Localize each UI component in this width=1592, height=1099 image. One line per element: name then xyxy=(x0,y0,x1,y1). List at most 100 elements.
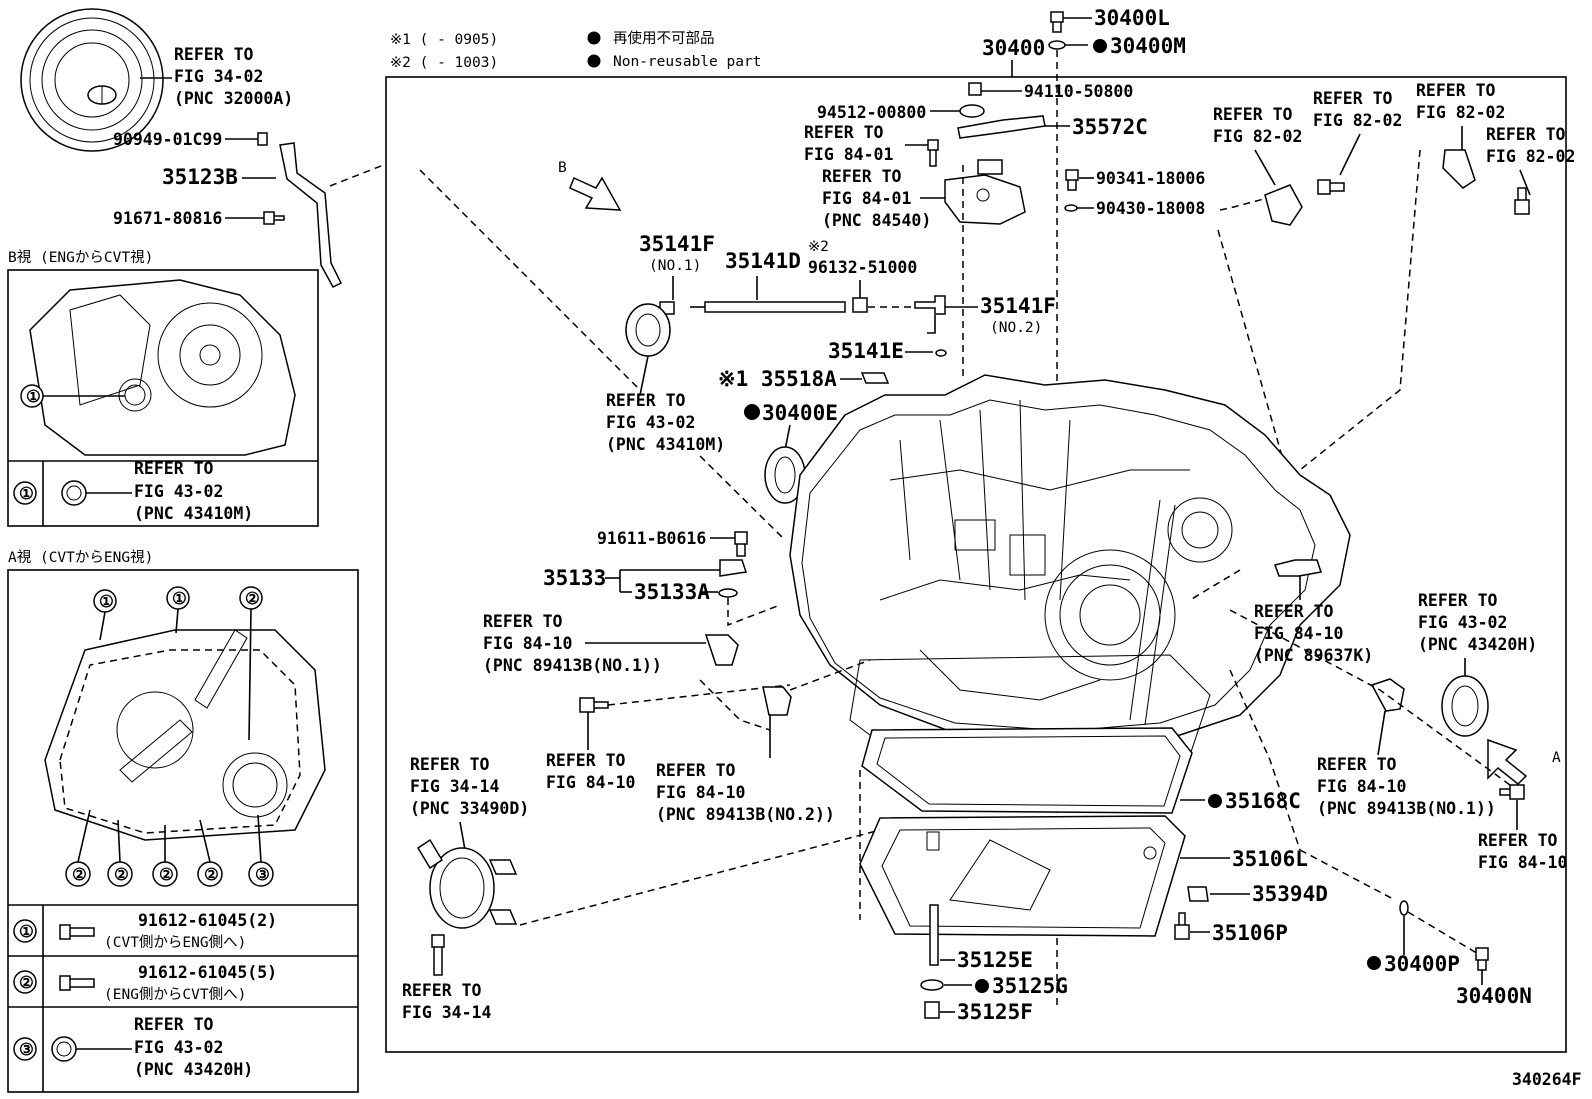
part-30400n: 30400N xyxy=(1456,984,1532,1008)
legend-note-1: ※1 ( - 0905) xyxy=(390,32,498,48)
bolt-icon xyxy=(1514,187,1530,215)
oil-pan-35106l-icon xyxy=(859,815,1186,937)
oil-seal-icon xyxy=(51,1036,77,1062)
part-35572c: 35572C xyxy=(1072,115,1148,139)
transmission-case xyxy=(789,374,1351,937)
legend-non-reusable-jp: 再使用不可部品 xyxy=(613,30,715,47)
part-35141f-no2: 35141F xyxy=(980,294,1056,318)
nut-icon xyxy=(968,82,982,96)
non-reusable-dot-icon xyxy=(1367,956,1381,970)
ref-43-02-m-l2: FIG 43-02 xyxy=(606,413,695,432)
top-right-refs: REFER TO FIG 82-02 REFER TO FIG 82-02 RE… xyxy=(1213,81,1575,471)
ref-84-10-a-l2: FIG 84-10 xyxy=(546,773,635,792)
b-callout-1: ① xyxy=(26,387,41,406)
ref-84-10-r1-l3: (PNC 89413B(NO.1)) xyxy=(1317,799,1496,818)
arrow-a-label: A xyxy=(1552,750,1561,766)
ref-34-14-b-l2: FIG 34-14 xyxy=(402,1003,491,1022)
bolt-icon xyxy=(927,139,939,167)
oil-seal-43410m-icon xyxy=(625,303,671,357)
part-35518a: ※1 35518A xyxy=(718,367,837,391)
a-callout-3: ③ xyxy=(255,865,270,884)
oil-seal-43420h-icon xyxy=(1441,675,1489,737)
shaft-35141d-icon xyxy=(704,301,846,313)
clip-icon xyxy=(257,132,268,146)
shaft-group: 35141F (NO.1) 35141D ※2 96132-51000 3514… xyxy=(639,232,1056,391)
a-table-1-note: (CVT側からENG側へ) xyxy=(104,934,246,951)
bolt-30400l-icon xyxy=(1050,11,1064,33)
right-sensors: REFER TO FIG 84-10 (PNC 89637K) REFER TO… xyxy=(1189,559,1567,1008)
b-table-ref-l3: (PNC 43410M) xyxy=(134,504,253,523)
ref-82-02-d-l1: REFER TO xyxy=(1486,125,1566,144)
part-35141f-no2-sub: (NO.2) xyxy=(990,320,1042,336)
bolt-icon xyxy=(59,975,95,991)
speed-sensor-icon xyxy=(762,686,792,716)
ref-43-02-h-l3: (PNC 43420H) xyxy=(1418,635,1537,654)
bracket-35123b-icon xyxy=(279,142,343,288)
ref-82-02-d-l2: FIG 82-02 xyxy=(1486,147,1575,166)
bolt-icon xyxy=(263,211,285,225)
neutral-switch-icon xyxy=(944,174,1026,225)
speed-sensor-icon xyxy=(1370,678,1405,712)
part-35106l: 35106L xyxy=(1232,847,1308,871)
part-35141e: 35141E xyxy=(828,339,904,363)
ref-82-02-a-l2: FIG 82-02 xyxy=(1213,127,1302,146)
part-30400m: 30400M xyxy=(1110,34,1186,58)
ref-43-02-h-l1: REFER TO xyxy=(1418,591,1498,610)
part-35141f-no1: 35141F xyxy=(639,232,715,256)
ref-84-10-r2-l1: REFER TO xyxy=(1478,831,1558,850)
ref-84-10-nb2-l3: (PNC 89413B(NO.2)) xyxy=(656,805,835,824)
non-reusable-dot-icon xyxy=(587,54,601,68)
part-91611-b0616: 91611-B0616 xyxy=(597,529,706,548)
view-arrow-a-icon xyxy=(1487,738,1528,786)
part-90430-18008: 90430-18008 xyxy=(1096,199,1205,218)
ref-84-10-a-l1: REFER TO xyxy=(546,751,626,770)
a-table-1-part: 91612-61045(2) xyxy=(138,911,277,930)
part-30400e: 30400E xyxy=(762,401,838,425)
a-table-key-2: ② xyxy=(19,973,34,992)
part-94110-50800: 94110-50800 xyxy=(1024,82,1133,101)
ref-84-10-nb2-l1: REFER TO xyxy=(656,761,736,780)
gasket-30400m-icon xyxy=(1048,40,1066,50)
oil-cooler-group: REFER TO FIG 34-14 (PNC 33490D) REFER TO… xyxy=(402,755,881,1022)
ref-82-02-a-l1: REFER TO xyxy=(1213,105,1293,124)
part-35125f: 35125F xyxy=(957,1000,1033,1024)
strainer-icon xyxy=(719,559,747,577)
ref-43-02-h-l2: FIG 43-02 xyxy=(1418,613,1507,632)
a-callout-1a: ① xyxy=(99,592,114,611)
ref-43-02-m-l3: (PNC 43410M) xyxy=(606,435,725,454)
non-reusable-dot-icon xyxy=(975,979,989,993)
drain-parts: 35125E 35125G 35125F xyxy=(920,904,1068,1024)
washer-icon xyxy=(959,104,985,118)
part-30400: 30400 xyxy=(982,36,1045,60)
ref-84-10-nb1-l1: REFER TO xyxy=(483,612,563,631)
tube-35125e-icon xyxy=(929,904,939,966)
part-35141d: 35141D xyxy=(725,249,801,273)
part-35141f-no1-sub: (NO.1) xyxy=(649,258,701,274)
magnet-icon xyxy=(1187,886,1209,902)
ref-34-14-a-l3: (PNC 33490D) xyxy=(410,799,529,818)
torque-converter-reference: REFER TO FIG 34-02 (PNC 32000A) xyxy=(174,45,293,108)
bolt-icon xyxy=(1475,947,1489,971)
bracket-group: 90949-01C99 35123B 91671-80816 xyxy=(113,130,387,288)
part-35106p: 35106P xyxy=(1212,921,1288,945)
bolt-icon xyxy=(1499,784,1525,800)
ref-84-01-a-l1: REFER TO xyxy=(804,123,884,142)
ref-84-10-nb1-l2: FIG 84-10 xyxy=(483,634,572,653)
ref-84-10-k-l3: (PNC 89637K) xyxy=(1254,646,1373,665)
a-table-3-ref-l1: REFER TO xyxy=(134,1015,214,1034)
view-arrow-b: B xyxy=(558,160,622,211)
case-cvt-side-icon xyxy=(44,629,326,841)
oil-seal-icon xyxy=(61,480,87,506)
bolt-icon xyxy=(1065,169,1079,191)
a-table-3-ref-l2: FIG 43-02 xyxy=(134,1038,223,1057)
part-94512-00800: 94512-00800 xyxy=(817,103,926,122)
non-reusable-dot-icon xyxy=(1208,794,1222,808)
part-35125e: 35125E xyxy=(957,948,1033,972)
seal-30400e: 30400E xyxy=(744,401,838,504)
a-callout-2c: ② xyxy=(114,865,129,884)
arrow-b-label: B xyxy=(558,160,567,176)
non-reusable-dot-icon xyxy=(1093,39,1107,53)
pin-icon xyxy=(852,297,868,313)
part-30400l: 30400L xyxy=(1094,6,1170,30)
temp-sensor-icon xyxy=(1274,559,1322,577)
